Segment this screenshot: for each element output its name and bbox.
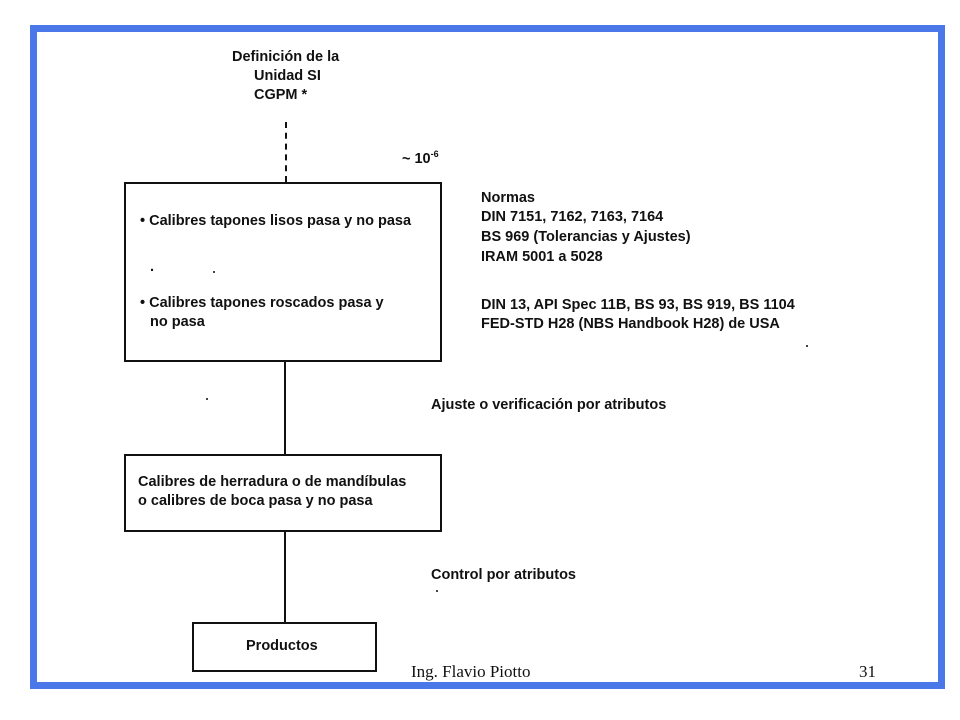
adjust-verify-label: Ajuste o verificación por atributos: [431, 397, 667, 413]
normas-line4: IRAM 5001 a 5028: [481, 249, 603, 265]
normas-line3: BS 969 (Tolerancias y Ajustes): [481, 229, 691, 245]
plug-gauges-threaded-item-line2: no pasa: [150, 314, 205, 330]
si-unit-title-line1: Definición de la: [232, 49, 340, 65]
footer-page-number: 31: [859, 662, 876, 681]
normas-line2: DIN 7151, 7162, 7163, 7164: [481, 209, 664, 225]
scan-speck: [213, 271, 215, 273]
snap-gauges-line2: o calibres de boca pasa y no pasa: [138, 493, 373, 509]
plug-gauges-threaded-item-line1: • Calibres tapones roscados pasa y: [140, 295, 384, 311]
scan-speck: [436, 590, 438, 592]
normas-line5: DIN 13, API Spec 11B, BS 93, BS 919, BS …: [481, 297, 795, 313]
scan-speck: [206, 398, 208, 400]
connector-box1-box2: [284, 362, 286, 454]
plug-gauges-plain-item: • Calibres tapones lisos pasa y no pasa: [140, 213, 412, 229]
footer-author: Ing. Flavio Piotto: [411, 662, 531, 681]
products-box: [192, 622, 377, 672]
precision-base: ~ 10: [402, 150, 431, 167]
plug-gauges-box: [124, 182, 442, 362]
normas-line1: Normas: [481, 190, 535, 206]
snap-gauges-line1: Calibres de herradura o de mandíbulas: [138, 474, 407, 490]
si-unit-title-line3: CGPM *: [254, 87, 308, 103]
snap-gauges-box: [124, 454, 442, 532]
dashed-connector: [285, 122, 287, 182]
scan-speck: [806, 345, 808, 347]
normas-line6: FED-STD H28 (NBS Handbook H28) de USA: [481, 316, 780, 332]
connector-box2-box3: [284, 532, 286, 622]
precision-label: ~ 10-6: [402, 145, 439, 168]
attribute-control-label: Control por atributos: [431, 567, 576, 583]
box-dot: ·: [150, 263, 155, 279]
products-label: Productos: [246, 638, 318, 654]
si-unit-title-line2: Unidad SI: [254, 68, 321, 84]
precision-exponent: -6: [430, 149, 439, 159]
